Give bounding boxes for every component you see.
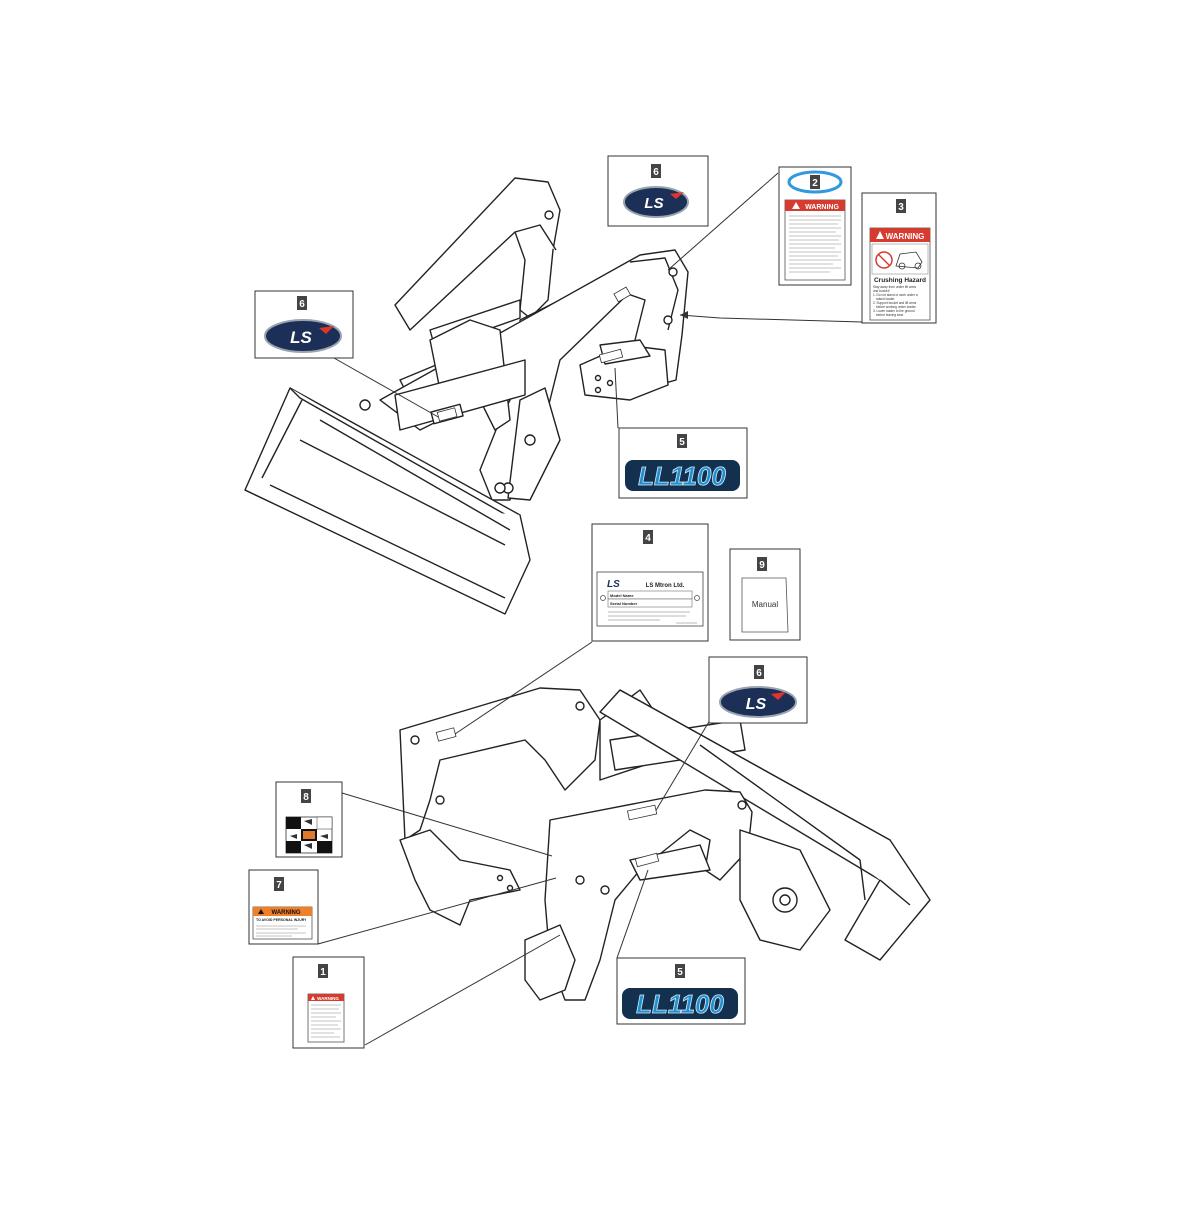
- warning-decal-1: [307, 993, 345, 1043]
- ls-logo-text: LS: [290, 328, 312, 347]
- upper-loader-drawing: [244, 177, 689, 615]
- crushing-line: before working under loader.: [876, 305, 917, 309]
- highlight-ring: [787, 170, 843, 194]
- callout-number: 8: [303, 792, 309, 803]
- warning-triangle-icon: [311, 996, 315, 1000]
- callout-number: 7: [276, 880, 282, 891]
- tractor-icon: [895, 251, 923, 269]
- callout-number: 4: [645, 533, 651, 544]
- warning-word: WARNING: [317, 996, 339, 1001]
- crushing-line: raised loader.: [876, 297, 895, 301]
- leader-lines: [317, 172, 863, 1046]
- ls-swoosh-icon: [670, 192, 684, 199]
- callout-number: 6: [653, 167, 659, 178]
- callout-number: 6: [299, 299, 305, 310]
- warning-text-lines: [789, 215, 841, 273]
- warning-word: WARNING: [805, 204, 839, 211]
- plate-company: LS Mtron Ltd.: [646, 583, 685, 589]
- manual-label: Manual: [752, 600, 778, 609]
- warning-triangle-icon: [792, 202, 800, 209]
- callout-number: 6: [756, 668, 762, 679]
- callout-9[interactable]: 9 Manual: [729, 548, 801, 641]
- warning-triangle-icon: [258, 909, 264, 914]
- callout-5-bottom[interactable]: 5 LL1100: [616, 957, 746, 1025]
- prohibited-icon: [875, 251, 893, 269]
- crushing-line: Stay away from under lift arms: [873, 285, 916, 289]
- ls-swoosh-icon: [771, 692, 786, 700]
- warning-triangle-icon: [876, 231, 884, 239]
- callout-number: 9: [759, 560, 765, 571]
- model-decal-bg: [622, 988, 738, 1019]
- callout-6-bottom[interactable]: 6 LS: [708, 656, 808, 724]
- plate-model-label: Model Name: [610, 593, 634, 598]
- lower-loader-drawing: [399, 687, 931, 1001]
- callout-number: 5: [679, 437, 685, 448]
- ls-logo-text: LS: [644, 195, 663, 212]
- callout-number: 5: [677, 967, 683, 978]
- callout-7[interactable]: 7 WARNING TO AVOID PERSONAL INJURY: [248, 869, 319, 945]
- crushing-line: 2. Support bucket and lift arms: [873, 301, 917, 305]
- warning-text-lines: [256, 925, 306, 937]
- crushing-title: Crushing Hazard: [874, 277, 926, 284]
- crushing-line: and bucket!: [873, 289, 890, 293]
- manual-booklet: [741, 577, 789, 633]
- warning-text-lines: [311, 1004, 341, 1038]
- crushing-line: 1. Do not stand or work under a: [873, 293, 918, 297]
- ls-swoosh-icon: [319, 326, 334, 334]
- model-decal-bg: [625, 460, 740, 491]
- warning-word: WARNING: [886, 232, 925, 241]
- callout-6-top[interactable]: 6 LS: [607, 155, 709, 227]
- crushing-line: 3. Lower loader to the ground: [873, 309, 915, 313]
- callout-5-top[interactable]: 5 LL1100: [618, 427, 748, 499]
- decal-placement-marks: [435, 286, 660, 868]
- crushing-line: before leaving seat.: [876, 313, 904, 317]
- control-pictogram-decal: [285, 816, 333, 854]
- callout-6-left[interactable]: 6 LS: [254, 290, 354, 359]
- callout-2[interactable]: 2 WARNING: [778, 166, 852, 286]
- callout-1[interactable]: 1 WARNING: [292, 956, 365, 1049]
- callout-number: 3: [898, 202, 904, 213]
- callout-8[interactable]: 8: [275, 781, 343, 858]
- callout-3[interactable]: 3 WARNING Crushing Hazard Stay away from…: [861, 192, 937, 324]
- warning-word: WARNING: [272, 910, 301, 916]
- leader-arrowhead: [680, 311, 688, 319]
- model-decal-text: LL1100: [638, 461, 726, 491]
- plate-serial-label: Serial Number: [610, 601, 638, 606]
- plate-ls-logo: LS: [607, 579, 620, 590]
- warning7-line: TO AVOID PERSONAL INJURY: [256, 918, 307, 922]
- callout-4[interactable]: 4 LS LS Mtron Ltd. Model Name Serial Num…: [591, 523, 709, 642]
- plate-address-lines: [608, 611, 697, 624]
- callout-number: 1: [320, 967, 326, 978]
- model-decal-text: LL1100: [636, 989, 724, 1019]
- ls-logo-text: LS: [746, 696, 767, 713]
- callout-number: 2: [812, 178, 818, 189]
